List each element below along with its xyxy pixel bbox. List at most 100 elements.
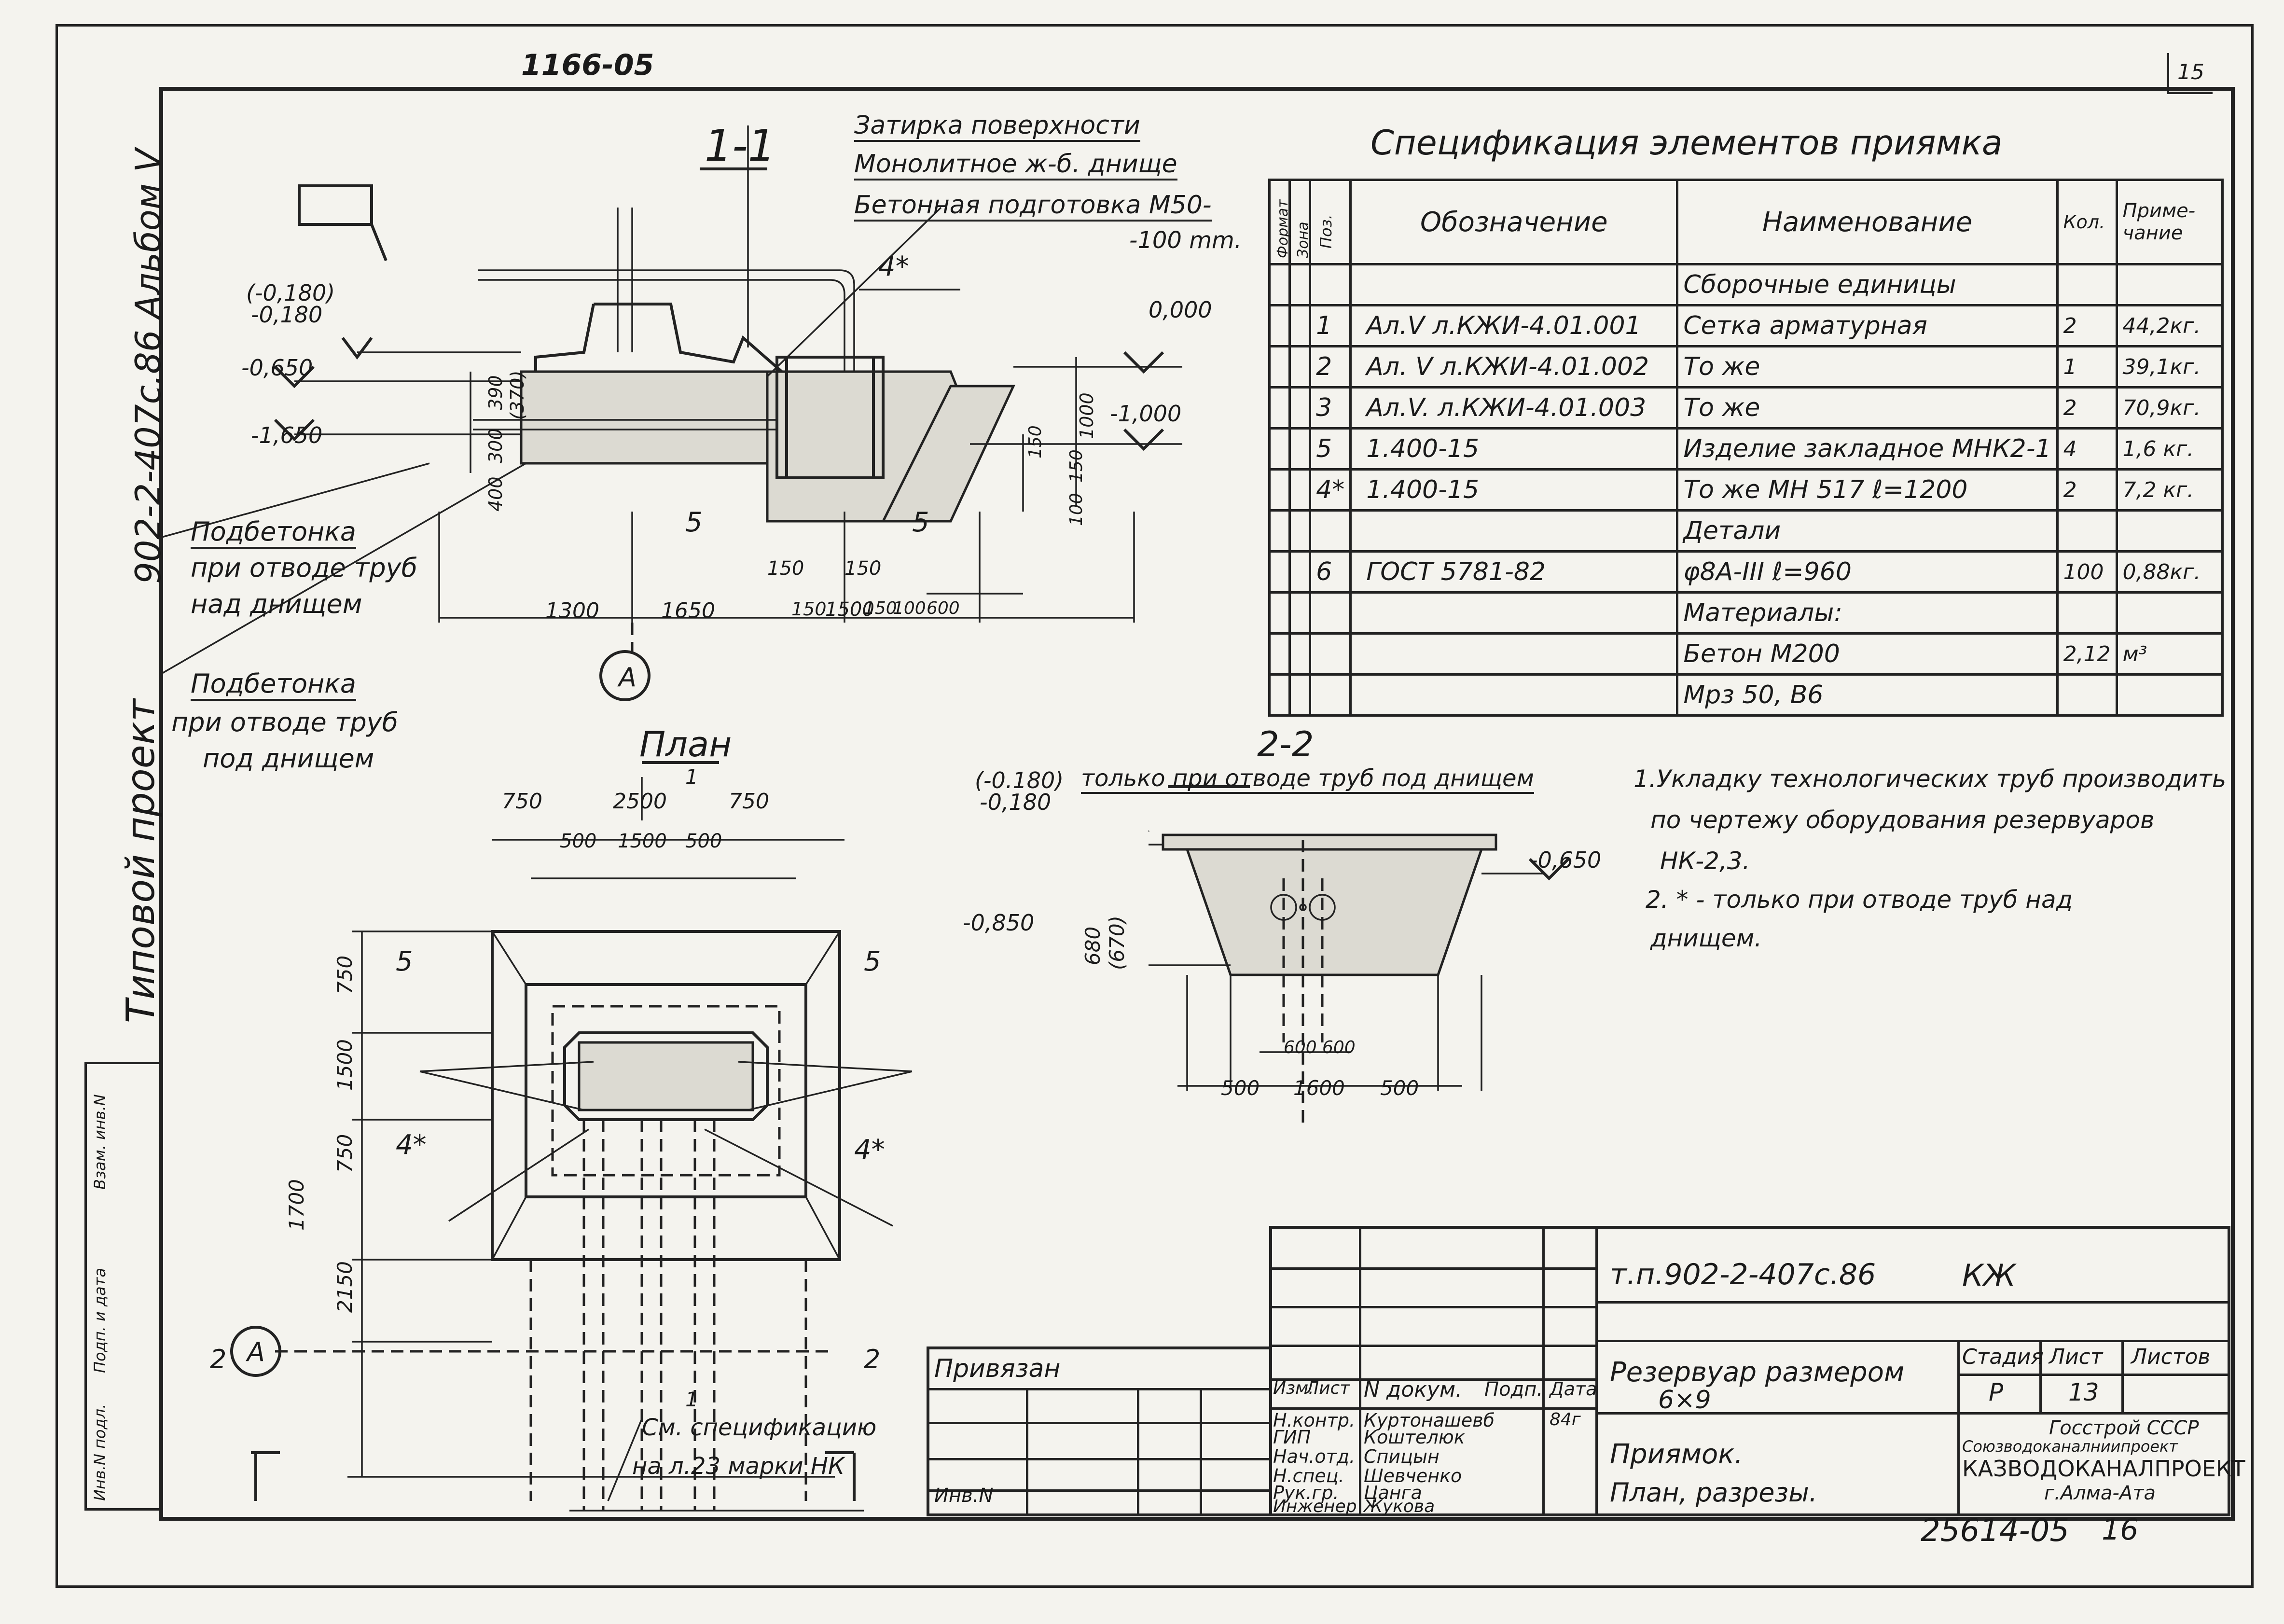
layer-label: -100 mm.: [1129, 227, 1242, 254]
plan-ref-note: См. спецификацию: [642, 1414, 877, 1441]
spec-cell-note: 70,9кг.: [2115, 386, 2224, 430]
spec-cell-format: [1268, 386, 1291, 430]
horizontal-dim: 1650: [661, 598, 715, 623]
spec-cell-name: Мрз 50, В6: [1676, 673, 2059, 717]
plan-dim: 500: [560, 830, 597, 852]
spec-cell-qty: [2056, 673, 2118, 717]
section-2-2-svg: [1149, 830, 1570, 1129]
role-label: Инженер: [1273, 1497, 1357, 1516]
plan-ref-note: на л.23 марки НК: [632, 1453, 845, 1480]
spec-cell-note: 7,2 кг.: [2115, 468, 2224, 512]
vertical-dim: 400: [485, 476, 506, 512]
spec-cell-name: Детали: [1676, 509, 2059, 553]
spec-cell-name: Материалы:: [1676, 591, 2059, 635]
plan-dim: 750: [333, 955, 357, 994]
spec-cell-designation: [1349, 263, 1679, 306]
role-label: ГИП: [1273, 1427, 1311, 1448]
spec-cell-zone: [1288, 386, 1312, 430]
spec-cell-format: [1268, 632, 1291, 676]
margin-field: Подп. и дата: [91, 1268, 109, 1373]
spec-cell-pos: [1309, 263, 1352, 306]
section-mark: 2: [864, 1344, 881, 1374]
marker: 4*: [878, 251, 909, 282]
spec-cell-designation: 1.400-15: [1349, 468, 1679, 512]
stage-label: Стадия: [1962, 1345, 2044, 1369]
axis-label: A: [619, 662, 637, 693]
level-mark: -1,650: [251, 422, 323, 448]
spec-cell-note: 1,6 кг.: [2115, 427, 2224, 471]
spec-cell-designation: 1.400-15: [1349, 427, 1679, 471]
spec-cell-designation: Ал. V л.КЖИ-4.01.002: [1349, 345, 1679, 389]
vertical-dim: 150: [1025, 425, 1045, 458]
role-label: Н.контр.: [1273, 1410, 1356, 1431]
section-mark: 1: [685, 1388, 698, 1411]
spec-cell-designation: [1349, 632, 1679, 676]
spec-cell-zone: [1288, 632, 1312, 676]
plan-dim: 1700: [285, 1179, 308, 1231]
horizontal-dim: 150: [767, 557, 804, 580]
marker: 4*: [854, 1134, 885, 1166]
spec-header-qty: Кол.: [2056, 179, 2118, 265]
plan-dim: 1500: [333, 1039, 357, 1091]
level-mark: -0,180: [251, 302, 323, 328]
spec-cell-zone: [1288, 263, 1312, 306]
sheet-title: Приямок.: [1610, 1439, 1743, 1470]
vertical-dim: 390: [485, 375, 506, 410]
sheet-border: [55, 24, 2254, 1588]
doc-mark: КЖ: [1962, 1258, 2016, 1293]
role-label: Нач.отд.: [1273, 1446, 1356, 1467]
spec-cell-zone: [1288, 591, 1312, 635]
spec-cell-designation: Ал.V. л.КЖИ-4.01.003: [1349, 386, 1679, 430]
section-2-2-dim: 500: [1380, 1076, 1419, 1100]
spec-cell-zone: [1288, 304, 1312, 347]
level-mark: -0,650: [1530, 847, 1602, 873]
note-line: над днищем: [191, 589, 362, 619]
org-line: г.Алма-Ата: [2044, 1482, 2156, 1504]
note-line: Подбетонка: [191, 668, 357, 701]
level-mark: (-0,180): [246, 280, 335, 306]
spec-header-note: Приме-чание: [2115, 179, 2224, 265]
role-name: Цанга: [1364, 1482, 1422, 1503]
level-mark: -0,650: [241, 355, 313, 381]
sheet-title: План, разрезы.: [1610, 1477, 1817, 1508]
spec-cell-pos: 5: [1309, 427, 1352, 471]
section-2-2-title: 2-2: [1257, 724, 1314, 764]
spec-cell-pos: 6: [1309, 550, 1352, 594]
spec-title: Спецификация элементов приямка: [1370, 123, 2003, 163]
footer-number: 25614-05: [1921, 1513, 2070, 1549]
title-block: Изм. Лист N докум. Подп. Дата 84г Н.конт…: [1269, 1226, 2245, 1516]
spec-cell-format: [1268, 509, 1291, 553]
marker: 5: [685, 507, 703, 538]
drawings-svg: [159, 125, 1250, 1512]
horizontal-dim: 150: [791, 598, 827, 620]
spec-cell-pos: [1309, 591, 1352, 635]
spec-row: Детали: [1268, 509, 2224, 553]
role-name: Шевченко: [1364, 1465, 1462, 1486]
note-line: Подбетонка: [191, 516, 357, 549]
doc-number: 1166-05: [521, 48, 654, 82]
spec-cell-qty: 2,12: [2056, 632, 2118, 676]
note-line: под днищем: [203, 743, 374, 774]
section-2-2-dim: 680: [1081, 926, 1105, 965]
plan-dim: 2500: [613, 789, 667, 814]
spec-row: Сборочные единицы: [1268, 263, 2224, 306]
spec-cell-format: [1268, 550, 1291, 594]
bound-label: Привязан: [934, 1354, 1061, 1383]
spec-cell-designation: [1349, 591, 1679, 635]
horizontal-dim: 150: [864, 598, 897, 618]
vertical-dim: 1000: [1076, 392, 1097, 439]
sign-header: Лист: [1306, 1378, 1350, 1398]
spec-cell-pos: [1309, 509, 1352, 553]
layer-label: Монолитное ж-б. днище: [854, 150, 1177, 180]
vertical-dim: 150: [1066, 449, 1086, 483]
horizontal-dim: 600: [927, 598, 960, 618]
sign-header: Изм.: [1273, 1378, 1314, 1398]
spec-cell-format: [1268, 468, 1291, 512]
margin-field: Взам. инв.N: [91, 1094, 109, 1190]
spec-table: Формат Зона Поз. Обозначение Наименовани…: [1268, 179, 2224, 717]
object-title: 6×9: [1658, 1386, 1711, 1415]
spec-header-row: Формат Зона Поз. Обозначение Наименовани…: [1268, 179, 2224, 265]
horizontal-dim: 100: [893, 598, 926, 618]
